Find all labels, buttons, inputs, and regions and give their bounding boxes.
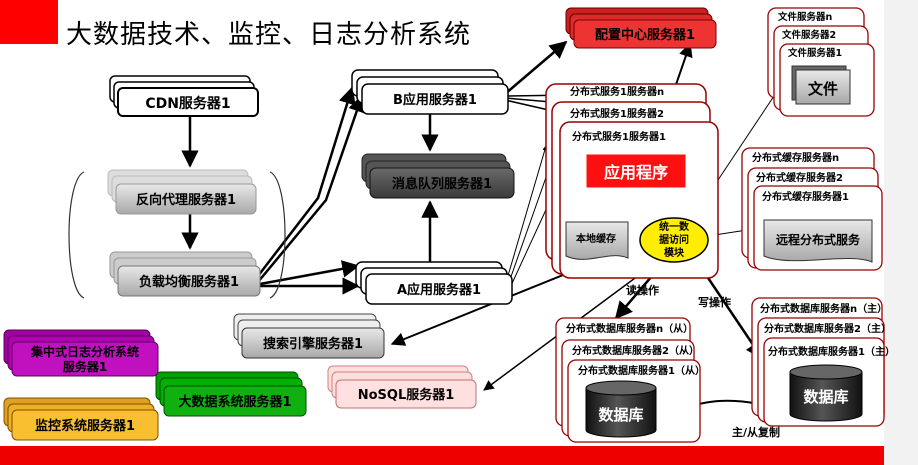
bottom-red-bar <box>0 446 884 465</box>
slave-db-n-label: 分布式数据库服务器n（从） <box>566 322 693 335</box>
log-analysis-label-1: 集中式日志分析系统 <box>30 344 139 359</box>
message-queue-stack: 消息队列服务器1 <box>361 153 515 199</box>
config-center-stack: 配置中心服务器1 <box>565 7 717 49</box>
cache-server-2-label: 分布式缓存服务器2 <box>756 171 843 184</box>
cdn-server-label: CDN服务器1 <box>145 95 230 112</box>
monitoring-label: 监控系统服务器1 <box>35 418 135 434</box>
edge-lb-to-appb-2 <box>257 94 366 283</box>
master-db-label: 数据库 <box>803 388 848 406</box>
uda-label-2: 据访问 <box>659 233 689 246</box>
file-doc-front <box>795 69 851 105</box>
load-balancer-label: 负载均衡服务器1 <box>139 274 239 290</box>
app-server-b-stack: B应用服务器1 <box>351 69 509 115</box>
red-corner-block <box>0 0 58 44</box>
bigdata-label: 大数据系统服务器1 <box>178 394 291 410</box>
dist-service-1-label: 分布式服务1服务器1 <box>572 130 666 143</box>
unified-data-access-ellipse <box>639 217 709 263</box>
search-engine-label: 搜索引擎服务器1 <box>263 336 363 352</box>
remote-cache-label: 远程分布式服务 <box>776 232 861 247</box>
local-cache-shape <box>565 221 629 260</box>
log-analysis-label-2: 服务器1 <box>63 359 107 374</box>
nosql-label: NoSQL服务器1 <box>358 387 455 403</box>
nosql-stack: NoSQL服务器1 <box>327 365 477 409</box>
edge-appa-to-dist-2 <box>506 165 551 289</box>
file-server-cluster: 文件服务器n 文件服务器2 文件服务器1 文件 <box>767 7 875 117</box>
file-server-1-label: 文件服务器1 <box>787 47 842 59</box>
master-db-cylinder <box>789 371 863 422</box>
edge-appa-to-dist-n <box>504 145 548 287</box>
slave-db-cylinder <box>585 387 657 438</box>
proxy-group-bracket-right <box>269 171 286 299</box>
write-operation-label: 写操作 <box>698 295 731 309</box>
read-operation-label: 读操作 <box>626 283 659 297</box>
app-server-a-label: A应用服务器1 <box>397 282 481 298</box>
uda-label-1: 统一数 <box>659 220 690 233</box>
cdn-server-stack: CDN服务器1 <box>109 75 259 117</box>
master-db-cylinder-top <box>789 364 863 380</box>
edge-lb-to-appb-1 <box>257 86 356 277</box>
replication-label: 主/从复制 <box>732 425 780 439</box>
slave-db-label: 数据库 <box>598 406 643 424</box>
master-db-1-label: 分布式数据库服务器1（主） <box>768 345 895 358</box>
edge-lb-to-appa-1 <box>259 260 360 286</box>
local-cache-label: 本地缓存 <box>576 232 616 245</box>
master-db-n-label: 分布式数据库服务器n（主） <box>760 302 887 315</box>
slave-db-2-label: 分布式数据库服务器2（从） <box>572 344 699 357</box>
proxy-group-bracket-left <box>68 171 85 299</box>
file-server-n-label: 文件服务器n <box>777 11 833 23</box>
application-label: 应用程序 <box>604 163 668 182</box>
bigdata-stack: 大数据系统服务器1 <box>155 371 307 417</box>
log-analysis-stack: 集中式日志分析系统 服务器1 <box>3 329 159 377</box>
master-db-2-label: 分布式数据库服务器2（主） <box>764 322 891 335</box>
slave-db-1-label: 分布式数据库服务器1（从） <box>578 364 705 377</box>
file-server-2-label: 文件服务器2 <box>781 29 836 41</box>
slave-db-cylinder-top <box>585 380 657 396</box>
uda-label-3: 模块 <box>664 246 685 259</box>
remote-cache-shape <box>763 219 873 263</box>
dist-service-n-label: 分布式服务1服务器n <box>570 85 664 98</box>
cache-server-1-label: 分布式缓存服务器1 <box>762 190 849 203</box>
load-balancer-stack: 负载均衡服务器1 <box>109 251 261 297</box>
slave-db-cluster: 分布式数据库服务器n（从） 分布式数据库服务器2（从） 分布式数据库服务器1（从… <box>555 317 705 443</box>
dist-service-2-label: 分布式服务1服务器2 <box>570 107 664 120</box>
reverse-proxy-stack: 反向代理服务器1 <box>107 169 257 215</box>
reverse-proxy-label: 反向代理服务器1 <box>136 192 236 208</box>
page-title: 大数据技术、监控、日志分析系统 <box>66 20 472 50</box>
search-engine-stack: 搜索引擎服务器1 <box>233 313 385 359</box>
config-center-label: 配置中心服务器1 <box>595 27 695 43</box>
app-server-a-stack: A应用服务器1 <box>355 261 513 305</box>
edge-appb-to-config <box>504 40 568 95</box>
master-db-cluster: 分布式数据库服务器n（主） 分布式数据库服务器2（主） 分布式数据库服务器1（主… <box>751 297 895 427</box>
distributed-service-cluster: 分布式服务1服务器n 分布式服务1服务器2 分布式服务1服务器1 应用程序 本地… <box>545 83 719 279</box>
cache-server-n-label: 分布式缓存服务器n <box>752 151 839 164</box>
monitoring-stack: 监控系统服务器1 <box>3 397 159 441</box>
application-box <box>585 153 687 189</box>
message-queue-label: 消息队列服务器1 <box>392 176 492 192</box>
app-server-b-label: B应用服务器1 <box>393 92 477 108</box>
cache-server-cluster: 分布式缓存服务器n 分布式缓存服务器2 分布式缓存服务器1 远程分布式服务 <box>741 147 883 271</box>
right-margin-strip <box>884 0 918 465</box>
file-doc-label: 文件 <box>808 80 838 98</box>
